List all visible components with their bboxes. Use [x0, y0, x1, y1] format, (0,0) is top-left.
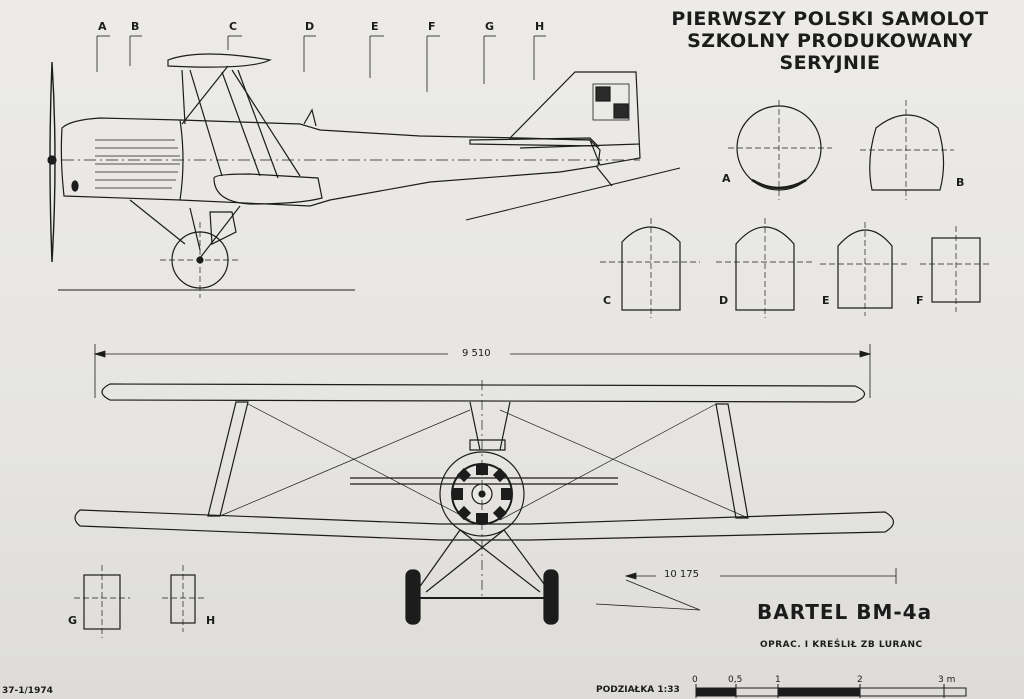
tail-fin [508, 71, 641, 166]
drawing-title: PIERWSZY POLSKI SAMOLOT SZKOLNY PRODUKOW… [640, 8, 1020, 74]
scale-tick-0: 0 [692, 675, 698, 685]
lower-wing-side [213, 173, 323, 205]
section-label-e: E [822, 294, 830, 307]
section-label-b: B [956, 176, 965, 189]
section-label-c: C [603, 294, 612, 307]
section-label-g: G [68, 614, 78, 627]
span-dimension-label: 9 510 [462, 348, 491, 359]
side-label-f: F [428, 20, 436, 33]
lower-span-dimension [595, 568, 897, 611]
wheel-right [543, 569, 559, 625]
cabane-struts [181, 65, 301, 179]
lower-span-dimension-label: 10 175 [664, 569, 699, 580]
upper-wing-front [101, 383, 866, 403]
side-label-d: D [305, 20, 315, 33]
model-name: BARTEL BM-4a [757, 600, 933, 624]
section-label-f: F [916, 294, 924, 307]
scale-tick-0-5: 0,5 [728, 675, 743, 685]
side-label-e: E [371, 20, 379, 33]
side-label-h: H [535, 20, 545, 33]
scale-tick-3m: 3 m [938, 675, 956, 685]
span-dimension [93, 344, 872, 398]
horizontal-stabilizer [469, 137, 600, 147]
section-d [735, 226, 795, 311]
side-view [47, 35, 681, 298]
side-label-c: C [229, 20, 238, 33]
section-c [621, 226, 681, 311]
section-label-h: H [206, 614, 216, 627]
lower-wing-front [74, 509, 895, 541]
engine-cowling [60, 117, 184, 201]
scale-tick-1: 1 [775, 675, 781, 685]
title-line-1: PIERWSZY POLSKI SAMOLOT [671, 8, 989, 30]
credit-line: OPRAC. I KREŚLIŁ ZB LURANC [760, 640, 923, 650]
wheel-left [405, 569, 421, 625]
section-label-a: A [722, 172, 731, 185]
landing-gear-side [129, 199, 241, 259]
scale-bar [695, 684, 967, 698]
scale-label: PODZIAŁKA 1:33 [596, 685, 680, 695]
upper-wing-side [167, 53, 272, 68]
title-line-3: SERYJNIE [779, 52, 881, 74]
issue-number: 37-1/1974 [2, 686, 53, 696]
section-b [869, 114, 945, 191]
fuselage [179, 119, 601, 207]
side-label-a: A [98, 20, 107, 33]
scale-tick-2: 2 [857, 675, 863, 685]
section-e [837, 229, 893, 309]
front-view [74, 344, 897, 625]
section-label-d: D [719, 294, 729, 307]
propeller [49, 61, 56, 263]
side-label-g: G [485, 20, 495, 33]
cross-sections [74, 100, 992, 638]
title-line-2: SZKOLNY PRODUKOWANY [687, 30, 973, 52]
side-label-b: B [131, 20, 140, 33]
landing-gear-front [415, 529, 551, 599]
